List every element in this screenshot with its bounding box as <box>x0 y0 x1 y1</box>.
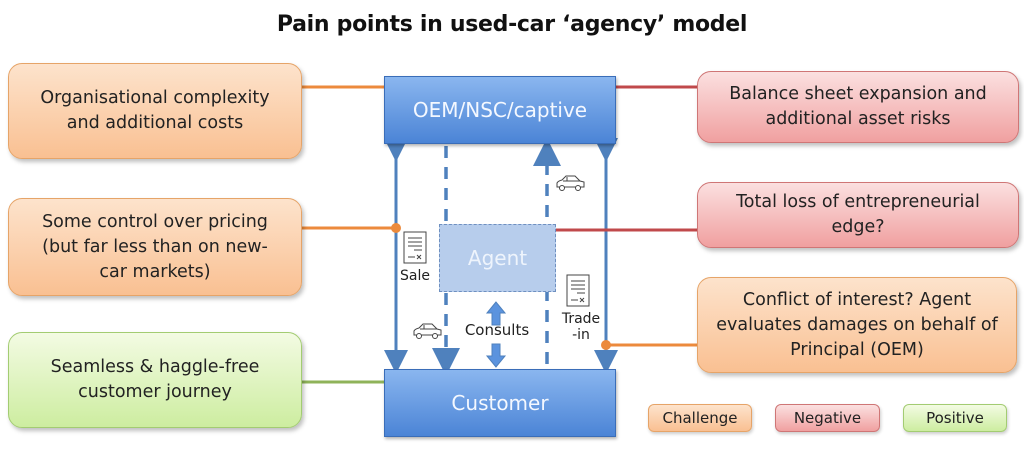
customer-box: Customer <box>384 369 616 437</box>
callout-entrepreneurial-edge: Total loss of entrepreneurial edge? <box>697 182 1019 248</box>
legend-challenge: Challenge <box>648 404 752 432</box>
car-icon <box>556 175 585 191</box>
oem-nsc-captive-box: OEM/NSC/captive <box>384 76 616 144</box>
callout-text: Conflict of interest? Agent evaluates da… <box>716 289 998 360</box>
callout-text: Balance sheet expansion and additional a… <box>729 84 987 129</box>
callout-text: Seamless & haggle-free customer journey <box>50 357 260 402</box>
agent-box: Agent <box>439 224 556 292</box>
callout-text: Organisational complexity and additional… <box>40 88 270 133</box>
trade-in-label: Trade -in <box>561 311 601 343</box>
document-icon <box>403 231 427 264</box>
legend-negative: Negative <box>775 404 880 432</box>
document-icon <box>566 274 590 307</box>
consults-label: Consults <box>464 321 530 339</box>
sale-label: Sale <box>400 268 430 284</box>
legend-positive: Positive <box>903 404 1007 432</box>
callout-customer-journey: Seamless & haggle-free customer journey <box>8 332 302 428</box>
callout-conflict-of-interest: Conflict of interest? Agent evaluates da… <box>697 277 1017 373</box>
connector-dot <box>601 340 611 350</box>
callout-text: Some control over pricing (but far less … <box>42 211 268 282</box>
callout-balance-sheet: Balance sheet expansion and additional a… <box>697 71 1019 143</box>
callout-organisational-complexity: Organisational complexity and additional… <box>8 63 302 159</box>
connector-dot <box>391 223 401 233</box>
diagram-title: Pain points in used-car ‘agency’ model <box>276 12 748 37</box>
callout-text: Total loss of entrepreneurial edge? <box>736 192 980 237</box>
car-icon <box>413 323 442 339</box>
consults-double-arrow <box>485 301 507 368</box>
callout-pricing-control: Some control over pricing (but far less … <box>8 198 302 296</box>
